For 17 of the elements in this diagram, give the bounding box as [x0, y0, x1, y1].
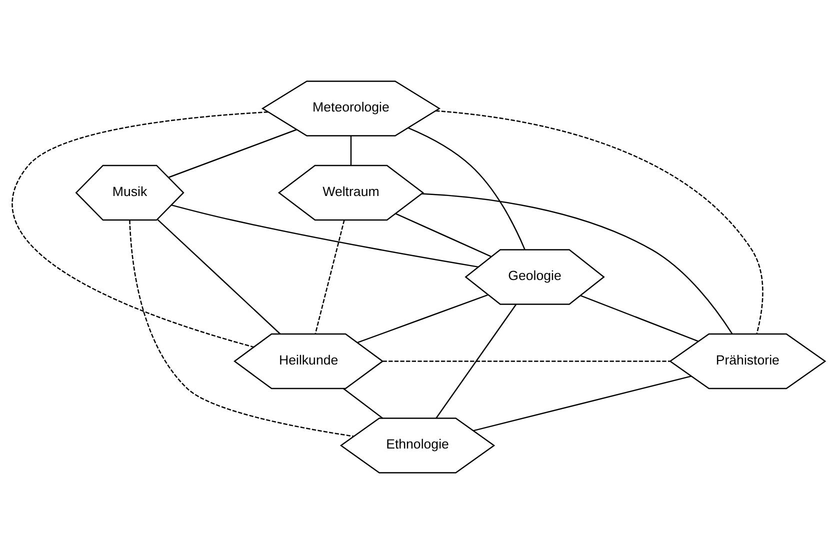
- connector: [357, 294, 488, 343]
- connector: [382, 360, 670, 362]
- connector: [473, 375, 692, 431]
- connector: [129, 220, 354, 436]
- connector: [422, 192, 733, 334]
- connector: [408, 126, 526, 250]
- connector: [342, 387, 384, 418]
- connector: [314, 219, 345, 334]
- connector: [12, 110, 268, 348]
- connector: [157, 218, 281, 334]
- connector: [168, 128, 297, 178]
- connector: [580, 294, 699, 342]
- connector: [350, 135, 352, 166]
- connector: [395, 212, 492, 257]
- connector: [436, 303, 517, 418]
- connector: [171, 204, 478, 268]
- connector: [436, 110, 764, 334]
